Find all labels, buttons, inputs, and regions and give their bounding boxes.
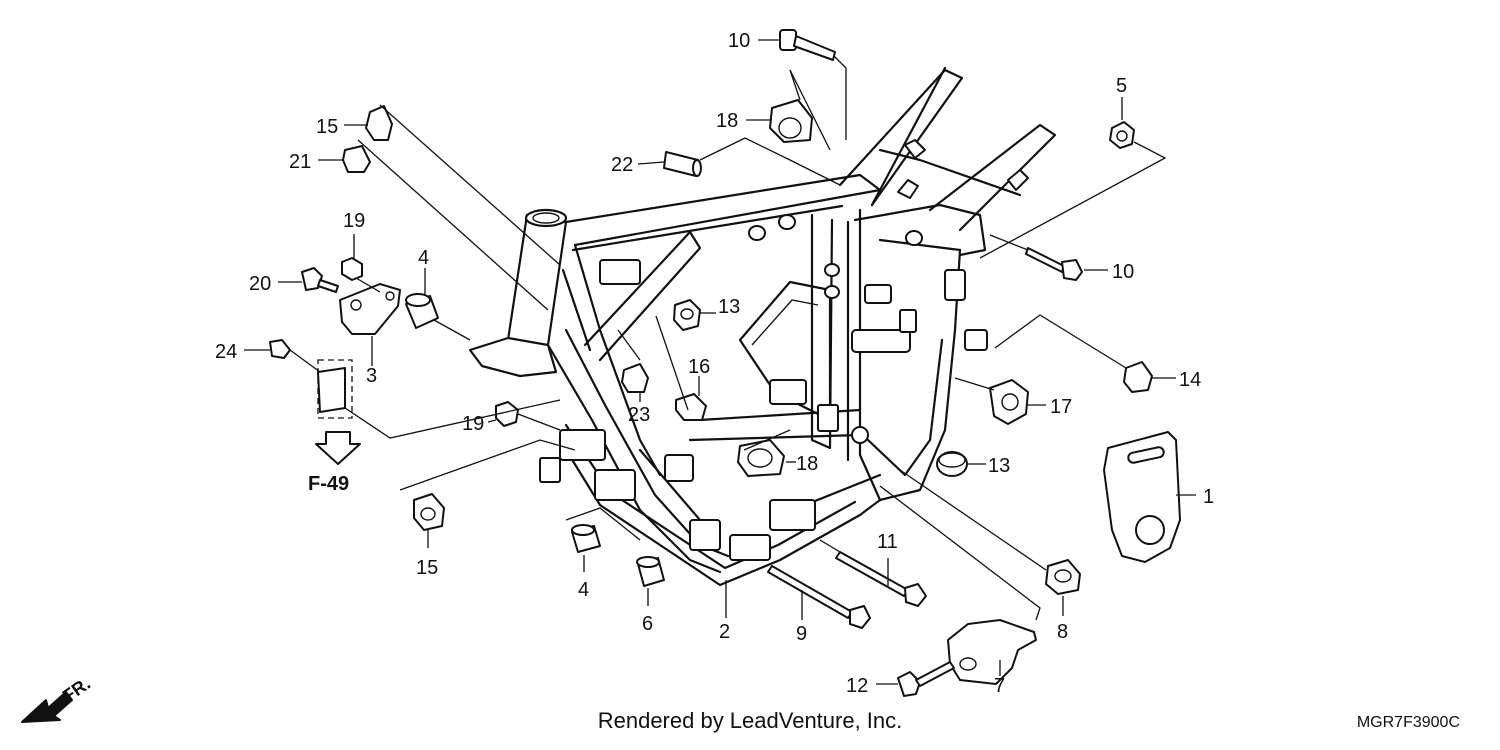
callout-13-upper: 13	[718, 296, 740, 318]
clip-part-21	[342, 145, 371, 173]
bolt-part-20	[301, 267, 339, 293]
collar-part-4-lower	[571, 524, 601, 553]
grommet-part-17	[989, 379, 1029, 425]
clip-part-14	[1123, 361, 1153, 393]
callout-23: 23	[628, 404, 650, 426]
callout-1: 1	[1203, 486, 1214, 508]
cover-part-7	[947, 619, 1037, 685]
bolt-part-10-upper	[779, 29, 836, 61]
callout-11: 11	[877, 531, 898, 553]
callouts: 10 18 22 15 21 19 20 4 24 3 13 16 23 19 …	[215, 30, 1214, 697]
callout-5: 5	[1116, 75, 1127, 97]
callout-7: 7	[994, 675, 1005, 697]
callout-15-lower: 15	[416, 557, 438, 579]
callout-15-upper: 15	[316, 116, 338, 138]
callout-13-lower: 13	[988, 455, 1010, 477]
bolt-part-10-right	[1025, 247, 1083, 281]
callout-9: 9	[796, 623, 807, 645]
callout-12: 12	[846, 675, 868, 697]
callout-18-upper: 18	[716, 110, 738, 132]
callout-4-upper: 4	[418, 247, 429, 269]
callout-8: 8	[1057, 621, 1068, 643]
callout-2: 2	[719, 621, 730, 643]
callout-20: 20	[249, 273, 271, 295]
collar-part-4-upper	[405, 293, 439, 329]
nut-part-5	[1109, 121, 1135, 149]
callout-19-upper: 19	[343, 210, 365, 232]
callout-24: 24	[215, 341, 237, 363]
bolt-part-12	[897, 661, 955, 697]
callout-14: 14	[1179, 369, 1201, 391]
callout-19-lower: 19	[462, 413, 484, 435]
clip-part-23	[621, 363, 649, 393]
callout-3: 3	[366, 365, 377, 387]
callout-17: 17	[1050, 396, 1072, 418]
main-frame	[468, 66, 1057, 587]
bolt-part-24	[269, 339, 291, 359]
plate-part-1	[1103, 431, 1181, 563]
clamp-part-18-upper	[769, 99, 813, 143]
diagram-code: MGR7F3900C	[1356, 714, 1460, 731]
reference-f49[interactable]: F-49	[308, 473, 349, 495]
clip-part-16	[675, 393, 707, 421]
clip-part-15-upper	[365, 105, 393, 141]
bolt-part-11	[835, 551, 927, 607]
callout-6: 6	[642, 613, 653, 635]
bolt-part-9	[767, 565, 871, 629]
footer-credit: Rendered by LeadVenture, Inc.	[597, 708, 903, 733]
bracket-part-3	[339, 283, 401, 335]
callout-18-lower: 18	[796, 453, 818, 475]
nut-part-13-upper	[673, 299, 701, 331]
callout-21: 21	[289, 151, 311, 173]
clamp-part-18-lower	[737, 439, 785, 477]
nut-part-19-upper	[341, 257, 363, 281]
f49-bracket	[315, 359, 361, 465]
leader-lines	[244, 39, 1196, 685]
rubber-part-22	[663, 151, 702, 177]
callout-22: 22	[611, 154, 633, 176]
rubber-part-8	[1045, 559, 1081, 595]
clip-part-15-lower	[413, 493, 445, 531]
callout-16: 16	[688, 356, 710, 378]
rubber-part-13-lower	[936, 451, 968, 477]
nut-part-19-lower	[495, 401, 519, 427]
callout-10-right: 10	[1112, 261, 1134, 283]
callout-10-upper: 10	[728, 30, 750, 52]
collar-part-6	[636, 556, 665, 587]
callout-4-lower: 4	[578, 579, 589, 601]
